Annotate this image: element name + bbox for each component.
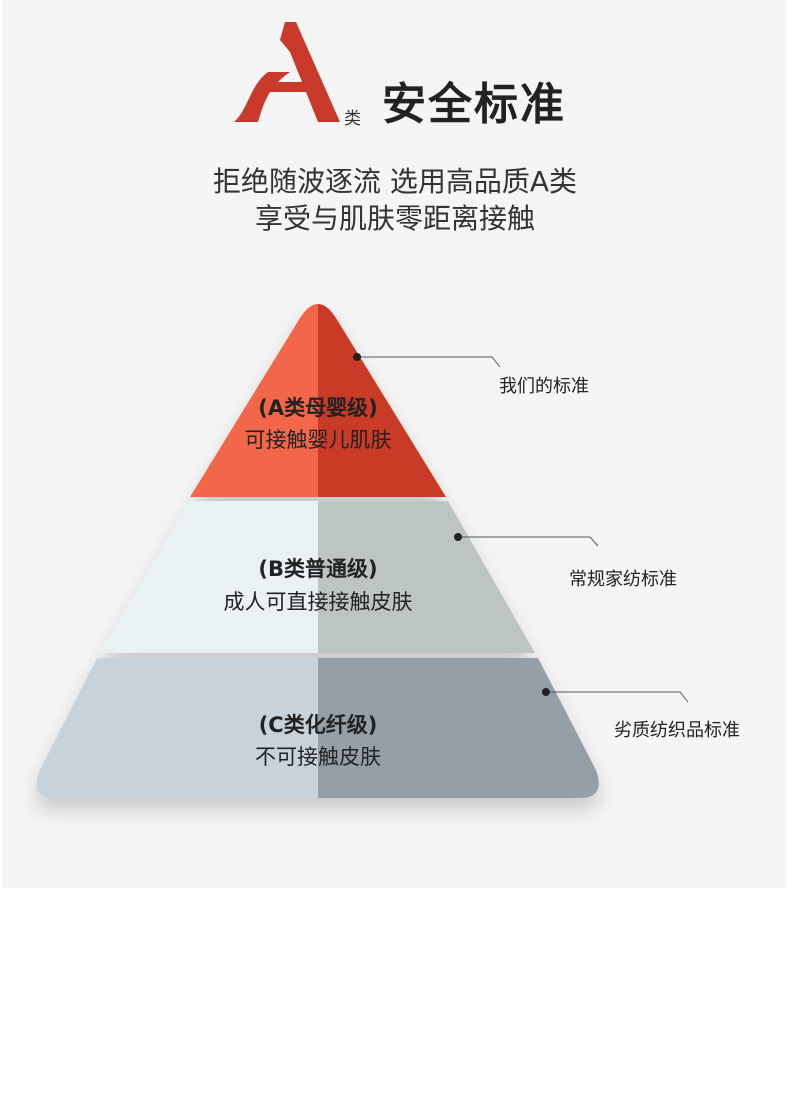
- tier-a-left: [190, 304, 318, 497]
- a-logo-icon: [234, 22, 340, 122]
- tier-b-desc: 成人可直接接触皮肤: [223, 590, 413, 614]
- subtitle-line-2: 享受与肌肤零距离接触: [254, 202, 535, 235]
- tier-c-desc: 不可接触皮肤: [255, 745, 381, 769]
- callout-lines: [357, 356, 689, 703]
- subtitle-line-1: 拒绝随波逐流 选用高品质A类: [212, 165, 578, 198]
- tier-b-title: (B类普通级): [258, 557, 378, 581]
- callout-dot: [353, 353, 361, 361]
- tier-c-right: [318, 658, 599, 798]
- logo-and-pyramid: [36, 22, 689, 798]
- tier-a-title: (A类母婴级): [258, 396, 378, 420]
- callout-dot: [454, 533, 462, 541]
- tier-c-left: [36, 658, 318, 798]
- tier-a-label: 我们的标准: [499, 376, 589, 397]
- page-title: 安全标准: [382, 79, 566, 130]
- tier-b-right: [318, 501, 535, 653]
- tier-c-label: 劣质纺织品标准: [614, 720, 740, 741]
- tier-a-desc: 可接触婴儿肌肤: [244, 428, 392, 452]
- tier-b-left: [100, 501, 318, 653]
- tier-c-title: (C类化纤级): [258, 713, 378, 737]
- tier-b-label: 常规家纺标准: [569, 569, 677, 590]
- callout-dot: [542, 688, 550, 696]
- logo-suffix: 类: [344, 109, 361, 129]
- tier-a-right: [318, 304, 446, 497]
